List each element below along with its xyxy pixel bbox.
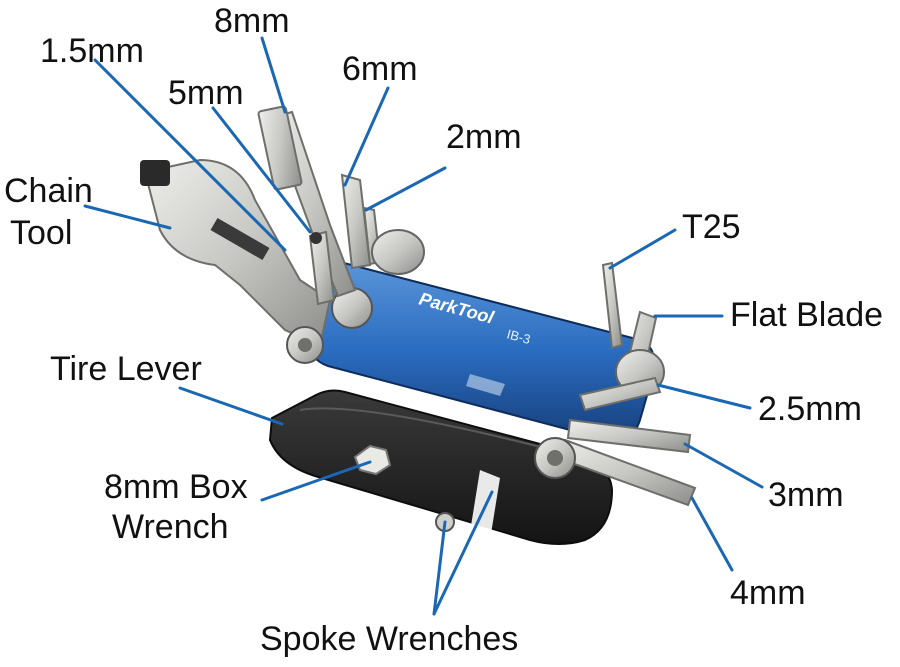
label-box-wrench-line1: 8mm Box [104,468,248,506]
leader-tire-lever [178,386,284,426]
label-6mm: 6mm [342,50,418,88]
right-tools [534,261,697,507]
label-4mm: 4mm [730,574,806,612]
label-2-5mm: 2.5mm [758,390,862,428]
label-2mm: 2mm [446,118,522,156]
leader-spoke-wrench-b [432,490,494,616]
leader-3mm [683,442,764,489]
label-3mm: 3mm [768,476,844,514]
hex-key-3mm [566,418,692,454]
label-chain-tool-line1: Chain [4,172,93,210]
leader-2-5mm [656,383,752,410]
leader-box-wrench [260,460,372,502]
leader-spoke-wrench-a [432,520,447,616]
leader-4mm [690,496,734,572]
label-box-wrench-line2: Wrench [112,508,229,546]
label-5mm: 5mm [168,74,244,112]
tool-body: ParkTool IB-3 [308,260,656,442]
chain-tool [140,158,373,364]
left-hex-keys [257,105,425,306]
label-spoke-wrenches: Spoke Wrenches [260,620,518,658]
leader-6mm [343,86,390,187]
leader-lines [83,36,764,616]
label-flat-blade: Flat Blade [730,296,883,334]
leader-8mm [260,36,287,114]
hex-key-2-5mm [578,376,662,412]
label-chain-tool-line2: Tool [10,214,72,252]
leader-5mm [211,106,312,234]
leader-chain-tool [83,204,172,230]
model-number: IB-3 [505,326,532,347]
leader-2mm [364,166,447,212]
text-labels: Chain Tool 1.5mm 8mm 5mm 6mm 2mm T25 Fla… [4,2,883,658]
leader-1-5mm [93,58,287,252]
label-8mm: 8mm [214,2,290,40]
label-t25: T25 [682,208,741,246]
leader-t25 [608,228,677,270]
hex-key-5mm [308,230,336,306]
label-tire-lever: Tire Lever [50,350,202,388]
torx-t25 [601,261,624,350]
chain-tool-pin [140,160,170,186]
box-wrench-hole [353,444,392,476]
label-1-5mm: 1.5mm [40,32,144,70]
top-pivot-bolt [371,229,425,275]
